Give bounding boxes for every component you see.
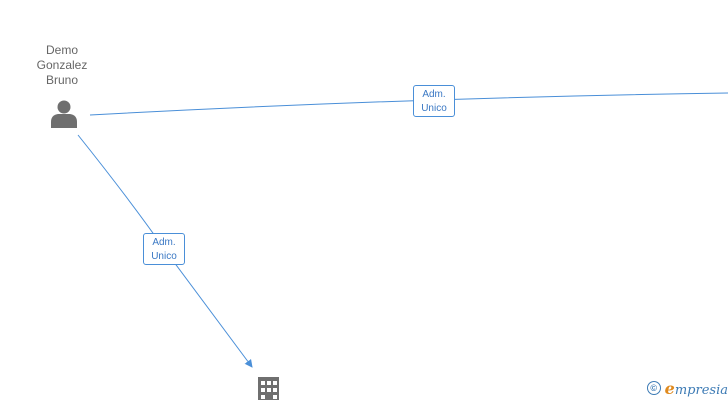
edge-to-offscreen-node (89, 92, 728, 116)
empresia-watermark[interactable]: © empresia (646, 378, 728, 398)
person-name-line-2: Gonzalez (36, 58, 88, 72)
edge-label-role: Adm. (422, 89, 446, 100)
brand-name: mpresia (674, 382, 728, 398)
copyright-icon: © (646, 381, 661, 395)
person-name-line-3: Bruno (45, 73, 79, 87)
brand-initial: e (664, 378, 675, 398)
edge-label-role-detail: Unico (151, 251, 177, 262)
edge-label-role: Adm. (152, 237, 176, 248)
edge-label-role-detail: Unico (421, 103, 447, 114)
person-name-label[interactable]: Demo Gonzalez Bruno (22, 43, 102, 88)
person-name-line-1: Demo (45, 43, 78, 57)
edge-label-company[interactable]: Adm. Unico (143, 233, 185, 265)
brand-logo: empresia (665, 379, 728, 398)
edge-label-offscreen[interactable]: Adm. Unico (413, 85, 455, 117)
person-icon[interactable] (51, 100, 77, 129)
building-icon[interactable] (258, 377, 279, 400)
